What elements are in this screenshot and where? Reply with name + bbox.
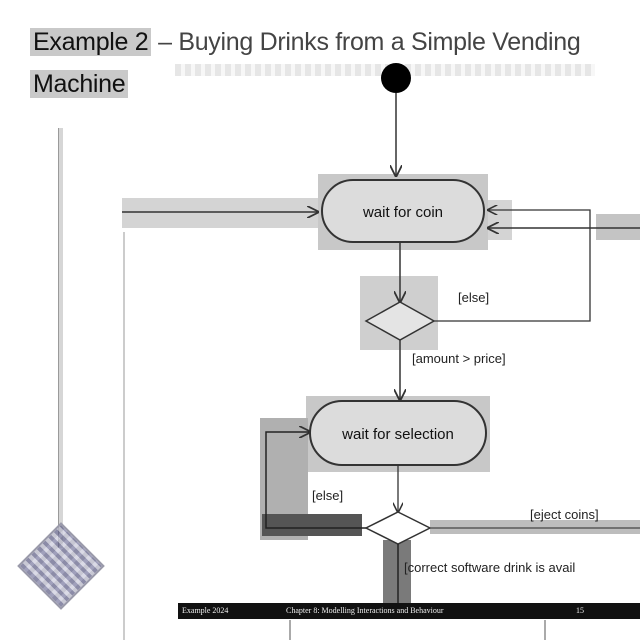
guard-correct-drink: [correct software drink is avail xyxy=(404,560,575,575)
highlight-else-bottom xyxy=(262,514,362,536)
decision-node-selection xyxy=(364,511,432,545)
guard-amount-gt-price: [amount > price] xyxy=(412,351,506,366)
page-title-line-1: Example 2 – Buying Drinks from a Simple … xyxy=(30,28,581,57)
title-highlight: Example 2 xyxy=(30,28,152,56)
slide-footer: Example 2024 Chapter 8: Modelling Intera… xyxy=(178,603,640,619)
flow-else-back-to-selection xyxy=(265,432,366,529)
flow-else-back-to-coin xyxy=(434,210,591,322)
title-line2-text: Machine xyxy=(30,70,129,98)
highlight-eject-flow xyxy=(430,520,640,534)
guard-else-2: [else] xyxy=(312,488,343,503)
state-wait-for-coin xyxy=(321,179,485,243)
page-title-line-2: Machine xyxy=(30,70,129,99)
highlight-right-edge xyxy=(596,214,640,240)
initial-node xyxy=(381,63,411,93)
highlight-left-incoming xyxy=(122,198,327,228)
footer-chapter-text: Chapter 8: Modelling Interactions and Be… xyxy=(286,606,444,615)
footer-left-text: Example 2024 xyxy=(182,606,229,615)
highlight-drink-flow xyxy=(383,540,411,604)
footer-page-number: 15 xyxy=(576,606,584,615)
state-wait-for-selection-label: wait for selection xyxy=(341,426,454,443)
guard-eject-coins: [eject coins] xyxy=(530,507,599,522)
side-decoration-bar xyxy=(58,128,63,548)
title-rest: – Buying Drinks from a Simple Vending xyxy=(151,28,581,56)
guard-else-1: [else] xyxy=(458,290,489,305)
state-wait-for-coin-label: wait for coin xyxy=(362,204,443,221)
highlight-right-incoming xyxy=(484,200,512,240)
